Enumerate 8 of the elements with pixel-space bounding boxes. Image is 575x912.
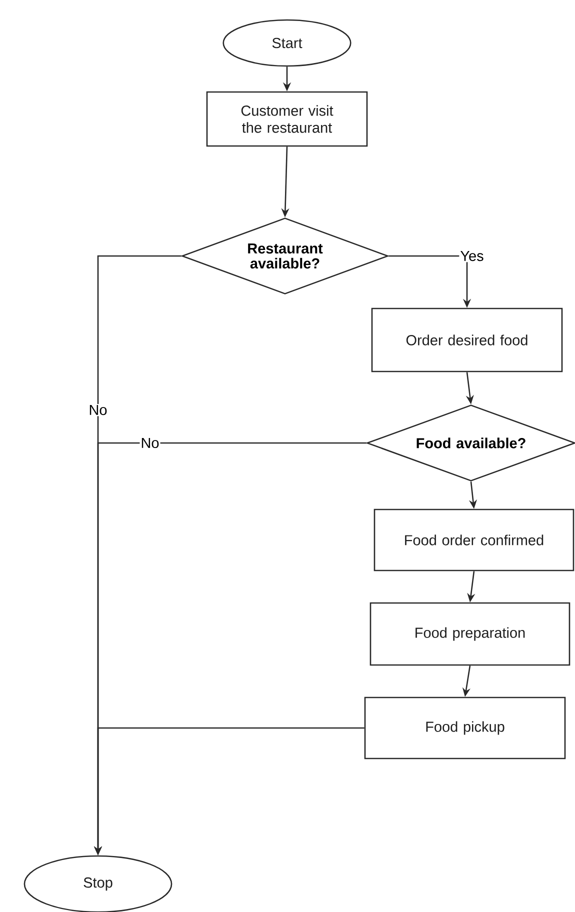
edge-label: No — [140, 436, 160, 450]
process-box: Customer visit the restaurant — [206, 91, 368, 147]
edge-label: Yes — [459, 250, 485, 262]
process-box: Food preparation — [370, 602, 570, 666]
process-box: Order desired food — [371, 308, 563, 372]
edge-label: No — [88, 404, 108, 416]
process-box: Food pickup — [364, 696, 566, 760]
process-box: Food order confirmed — [374, 508, 574, 572]
